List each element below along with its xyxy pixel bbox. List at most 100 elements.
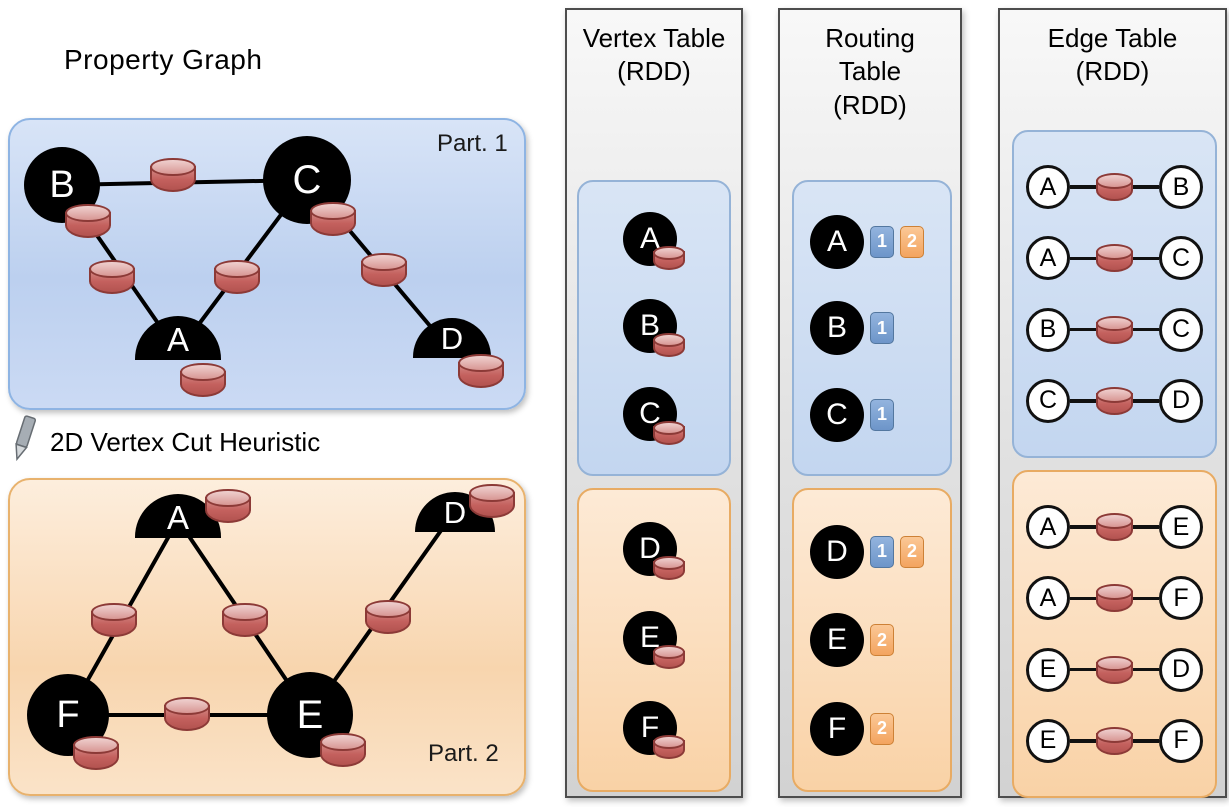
vertex-node: E [810, 613, 864, 667]
partition-badge: 2 [900, 225, 924, 258]
edge-table-row: C D [1026, 378, 1203, 423]
vertex-table-row: C [623, 386, 685, 445]
vertex-property-cylinder-icon [458, 354, 504, 389]
edge-table-row: A C [1026, 236, 1203, 281]
edge-property-cylinder-icon [1096, 513, 1133, 542]
vertex-property-cylinder-icon [469, 484, 515, 519]
routing-table-panel: Routing Table (RDD) A 1 2 B 1 C 1 D 1 2 [778, 8, 962, 798]
edge-table-title-text: Edge Table [1047, 23, 1178, 53]
edge-table-part2-box: A E A F E D E [1012, 470, 1217, 798]
routing-table-row: A 1 2 [794, 214, 950, 269]
edge-src-node: A [1026, 165, 1070, 210]
vertex-table-row: B [623, 299, 685, 357]
vertex-property-cylinder-icon [653, 555, 685, 580]
edge-table-subtitle: (RDD) [1075, 56, 1150, 87]
edge-property-cylinder-icon [1096, 315, 1133, 344]
edge-table-row: E D [1026, 647, 1203, 692]
edge-line [1131, 596, 1159, 601]
edge-table-title: Edge Table (RDD) [1000, 10, 1225, 89]
edge-line [1131, 256, 1159, 261]
partition-1-label: Part. 1 [437, 130, 508, 157]
edge-line [1131, 739, 1159, 743]
edge-property-cylinder-icon [1096, 244, 1133, 273]
edge-line [1131, 399, 1159, 403]
edge-line [1131, 185, 1159, 189]
edge-line [1070, 667, 1098, 672]
vertex-property-cylinder-icon [65, 204, 111, 239]
edge-property-cylinder-icon [1096, 386, 1133, 415]
edge-line [1131, 525, 1159, 529]
vertex-table-row: A [623, 211, 685, 270]
partition-badge: 2 [900, 535, 924, 568]
vertex-table-panel: Vertex Table (RDD) A B C D E [565, 8, 743, 798]
partition-badge: 1 [870, 225, 894, 258]
edge-src-node: C [1026, 378, 1070, 423]
edge-line [1070, 327, 1098, 332]
edge-line [1070, 525, 1098, 529]
vertex-property-cylinder-icon [653, 333, 685, 357]
edge-dst-node: C [1159, 236, 1203, 281]
edge-line [1070, 399, 1098, 403]
vertex-table-row: F [623, 700, 685, 759]
vertex-node: D [810, 524, 864, 579]
edge-line [1070, 739, 1098, 743]
vertex-table-subtitle: (RDD) [617, 56, 691, 87]
routing-table-part1-box: A 1 2 B 1 C 1 [792, 180, 952, 476]
pencil-arrow-icon [15, 415, 37, 462]
edge-property-cylinder-icon [1096, 173, 1133, 202]
edge-line [1070, 596, 1098, 601]
vertex-node: A [623, 211, 677, 266]
edge-property-cylinder-icon [1096, 584, 1133, 613]
routing-table-row: F 2 [794, 701, 950, 756]
edge-dst-node: B [1159, 165, 1203, 210]
partition-badge: 2 [870, 624, 894, 656]
routing-table-title-text: Routing Table [825, 23, 915, 87]
edge-line [1131, 327, 1159, 332]
vertex-property-cylinder-icon [653, 645, 685, 669]
edge-line [1070, 185, 1098, 189]
edge-line [1131, 667, 1159, 672]
routing-table-title: Routing Table (RDD) [780, 10, 960, 122]
partition-badge: 1 [870, 312, 894, 344]
edge-property-cylinder-icon [365, 600, 411, 635]
edge-line [1070, 256, 1098, 261]
vertex-property-cylinder-icon [205, 489, 251, 524]
vertex-node: C [810, 387, 864, 442]
edge-dst-node: F [1159, 718, 1203, 763]
edge-table-panel: Edge Table (RDD) A B A C B [998, 8, 1227, 798]
routing-table-row: E 2 [794, 613, 950, 667]
vertex-table-row: E [623, 611, 685, 669]
edge-table-row: B C [1026, 307, 1203, 352]
partition-badge: 2 [870, 712, 894, 745]
vertex-table-title: Vertex Table (RDD) [567, 10, 741, 89]
vertex-property-cylinder-icon [653, 245, 685, 270]
edge-property-cylinder-icon [91, 603, 137, 638]
edge-dst-node: D [1159, 378, 1203, 423]
routing-table-row: C 1 [794, 387, 950, 442]
page-title: Property Graph [64, 44, 263, 75]
vertex-property-cylinder-icon [653, 734, 685, 759]
routing-table-part2-box: D 1 2 E 2 F 2 [792, 488, 952, 792]
edge-property-cylinder-icon [164, 697, 210, 732]
edge-dst-node: F [1159, 576, 1203, 621]
vertex-property-cylinder-icon [310, 202, 356, 237]
vertex-property-cylinder-icon [653, 420, 685, 445]
edge-src-node: B [1026, 307, 1070, 352]
partition-2-label: Part. 2 [428, 740, 499, 767]
edge-src-node: E [1026, 718, 1070, 763]
vertex-node: A [810, 214, 864, 269]
edge-src-node: A [1026, 505, 1070, 550]
partition-badge: 1 [870, 398, 894, 431]
edge-src-node: A [1026, 576, 1070, 621]
vertex-cut-label: 2D Vertex Cut Heuristic [50, 427, 321, 457]
vertex-property-cylinder-icon [320, 733, 366, 768]
edge-table-row: A F [1026, 576, 1203, 621]
edge-src-node: A [1026, 236, 1070, 281]
vertex-table-row: D [623, 521, 685, 580]
vertex-table-title-text: Vertex Table [582, 23, 726, 53]
routing-table-row: B 1 [794, 301, 950, 355]
vertex-node: B [810, 301, 864, 355]
edge-dst-node: C [1159, 307, 1203, 352]
vertex-property-cylinder-icon [180, 363, 226, 398]
edge-dst-node: D [1159, 647, 1203, 692]
